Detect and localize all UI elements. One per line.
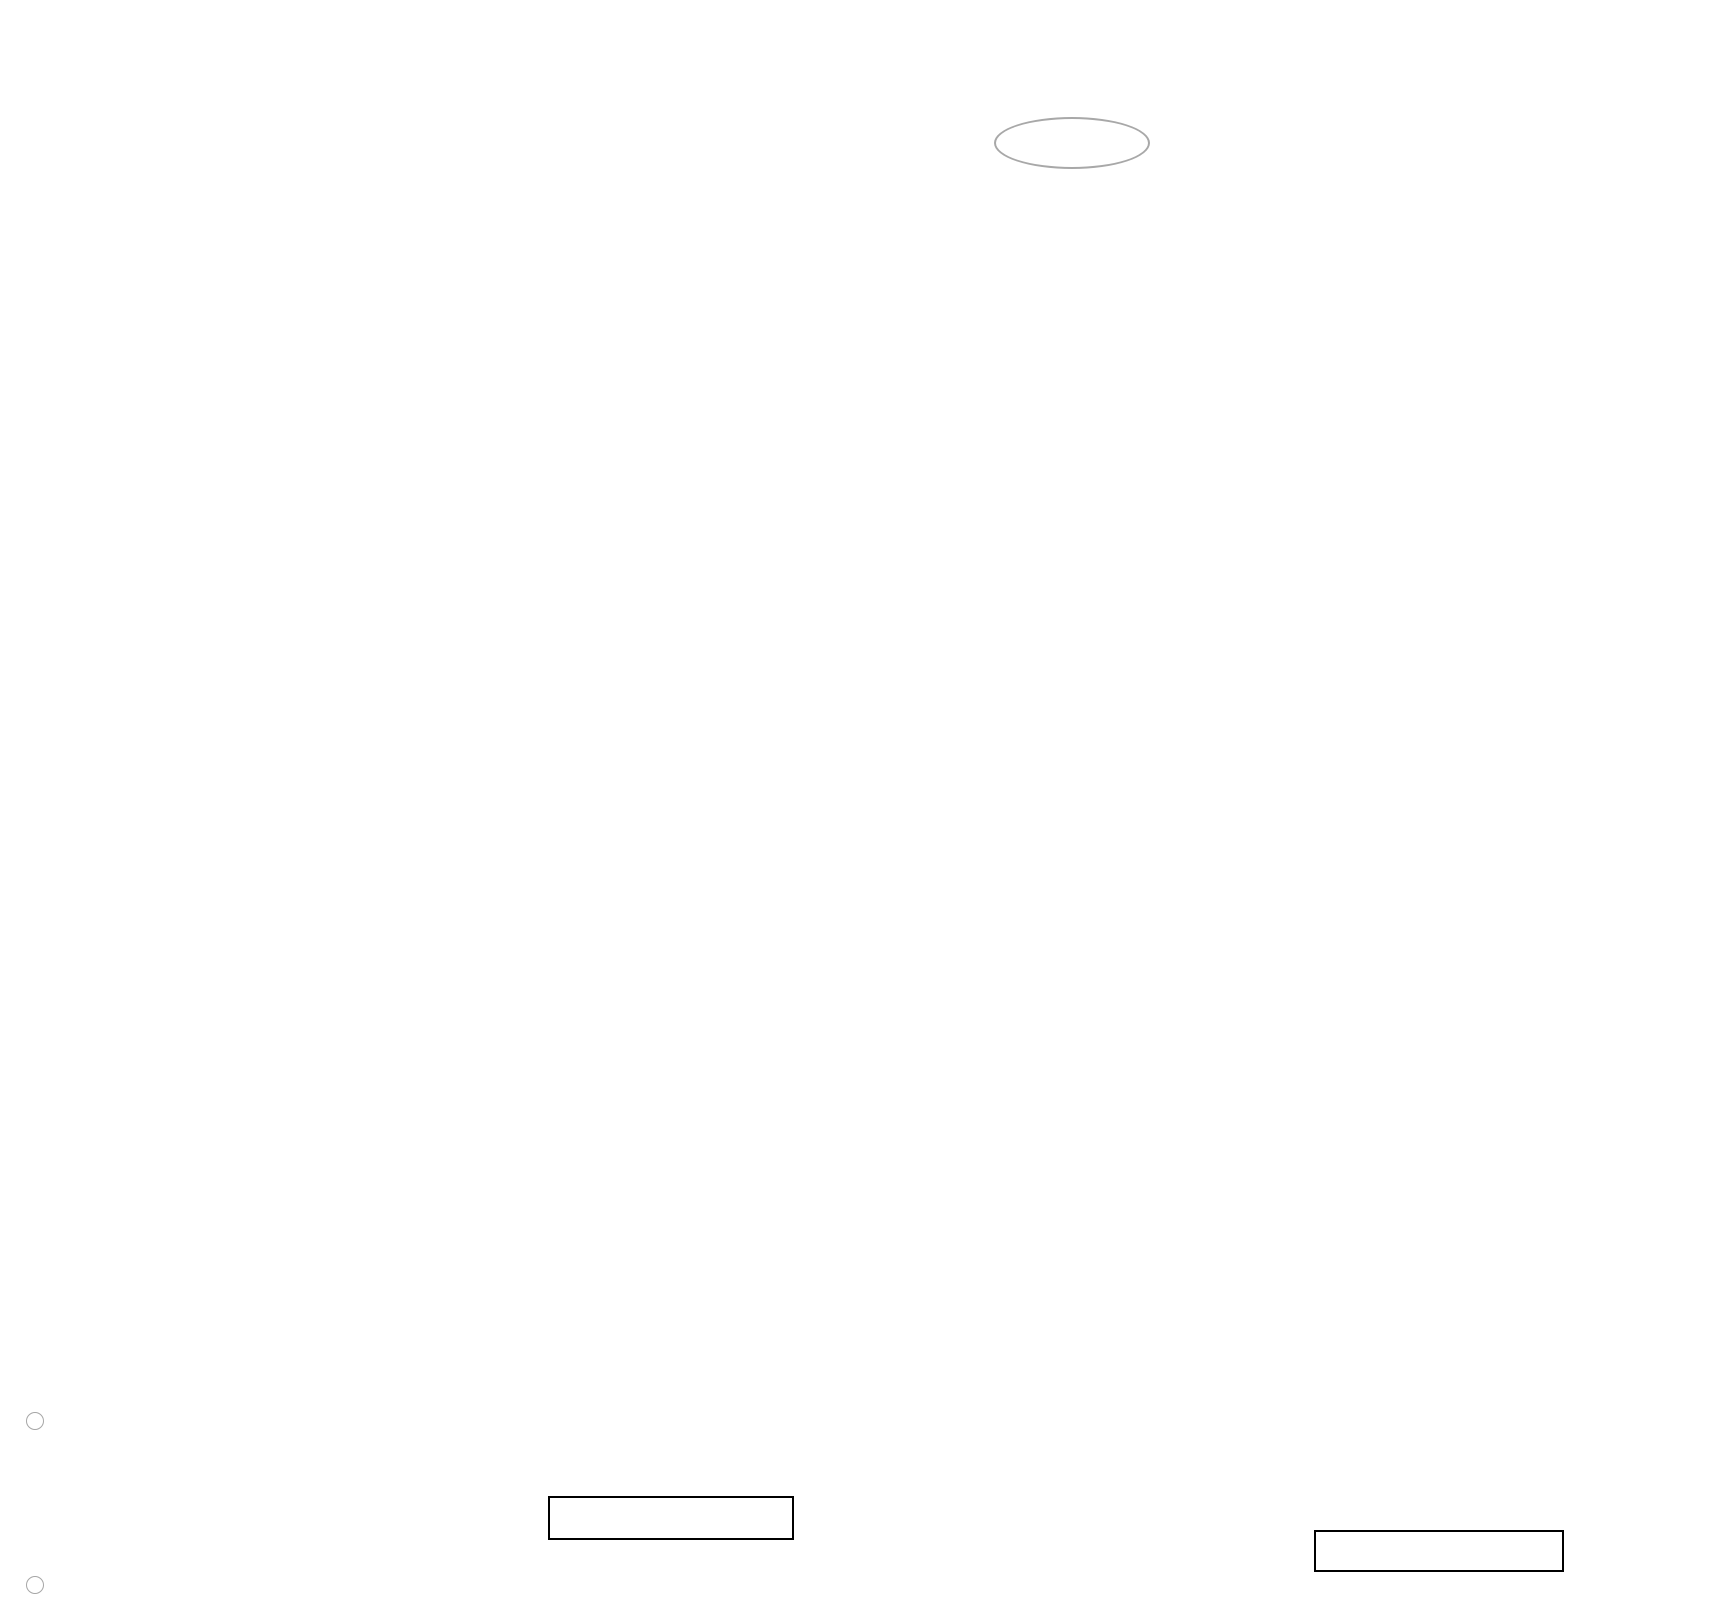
development-dot-icon bbox=[26, 1412, 44, 1430]
stress-dot-icon bbox=[26, 1576, 44, 1594]
sequence-scale-bar bbox=[1314, 1530, 1564, 1572]
sequence-scale-ticks bbox=[1314, 1464, 1564, 1528]
no-homology-ellipse bbox=[994, 117, 1150, 169]
legend-stress bbox=[26, 1576, 60, 1594]
expression-scale-bar bbox=[548, 1496, 794, 1540]
legend-development bbox=[26, 1412, 60, 1430]
expression-scale-ticks bbox=[548, 1430, 794, 1494]
